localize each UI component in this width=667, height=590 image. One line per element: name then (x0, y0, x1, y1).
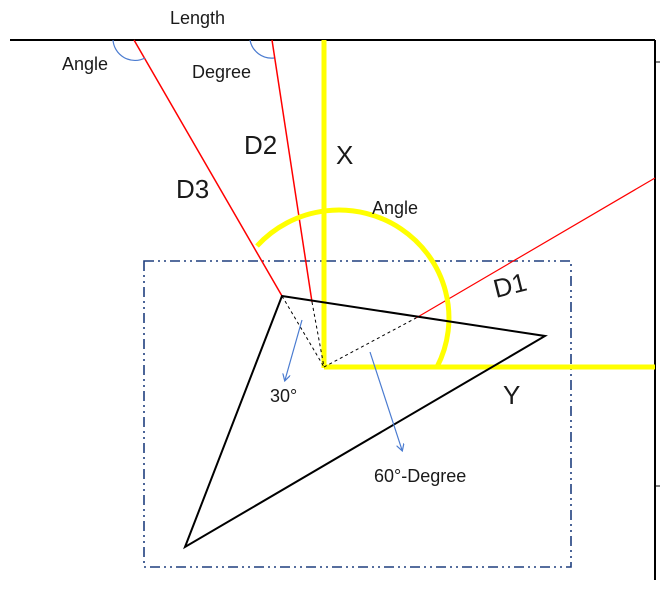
angle-arc-top-left (112, 39, 146, 62)
label-d1: D1 (490, 267, 530, 304)
ray-d2 (271, 39, 313, 303)
angle-arc (255, 207, 452, 369)
arrow-30 (285, 319, 303, 380)
label-d2: D2 (244, 130, 277, 160)
label-d3: D3 (176, 174, 209, 204)
ray-d3 (133, 39, 283, 297)
helper-line-2 (311, 301, 325, 368)
triangle (183, 294, 548, 550)
angle-arc-top-right (249, 39, 275, 59)
label-angle-30: 30° (270, 386, 297, 406)
label-angle-top: Angle (62, 54, 108, 74)
ray-d1 (415, 177, 656, 319)
label-length: Length (170, 8, 225, 28)
label-angle-arc: Angle (372, 198, 418, 218)
bounding-box (143, 260, 572, 568)
helper-line-1 (281, 295, 325, 368)
arrow-60 (369, 351, 402, 450)
label-degree-top: Degree (192, 62, 251, 82)
label-angle-60: 60°-Degree (374, 466, 466, 486)
label-x-axis: X (336, 140, 353, 170)
helper-line-3 (323, 317, 417, 368)
label-y-axis: Y (503, 380, 520, 410)
